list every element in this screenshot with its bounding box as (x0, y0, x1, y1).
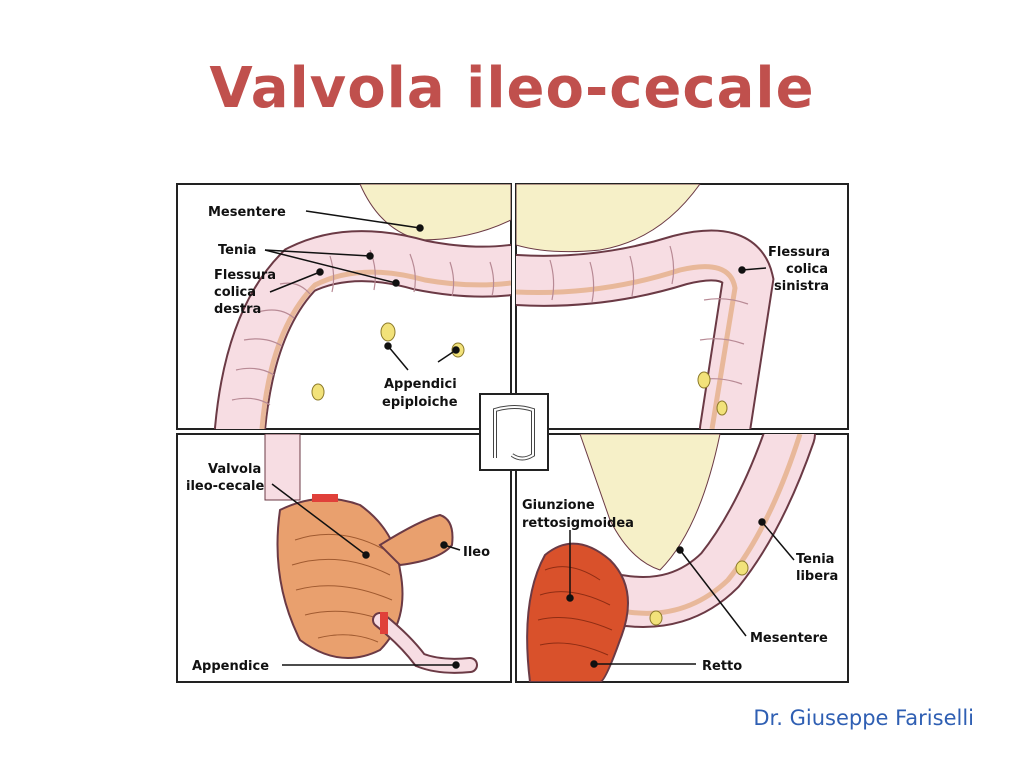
slide-title: Valvola ileo-cecale (209, 56, 815, 121)
label-flessura-sinistra-2: colica (786, 262, 828, 277)
label-tenia-libera-1: Tenia (796, 552, 834, 567)
label-retto: Retto (702, 659, 742, 674)
label-giunzione-2: rettosigmoidea (522, 516, 634, 531)
label-tenia: Tenia (218, 243, 256, 258)
cecum-bottom-left (264, 434, 478, 674)
label-appendici-2: epiploiche (382, 395, 458, 410)
label-appendice: Appendice (192, 659, 269, 674)
label-appendici-1: Appendici (384, 377, 457, 392)
author-credit: Dr. Giuseppe Fariselli (753, 706, 974, 730)
label-valvola-2: ileo-cecale (186, 479, 265, 494)
label-giunzione-1: Giunzione (522, 498, 595, 513)
label-flessura-destra-3: destra (214, 302, 261, 317)
label-ileo: Ileo (463, 545, 490, 560)
label-flessura-destra-1: Flessura (214, 268, 276, 283)
label-tenia-libera-2: libera (796, 569, 838, 584)
rectum-bottom-right (526, 434, 816, 682)
label-flessura-destra-2: colica (214, 285, 256, 300)
label-mesentere-top: Mesentere (208, 205, 286, 220)
label-flessura-sinistra-1: Flessura (768, 245, 830, 260)
label-mesentere-bottom: Mesentere (750, 631, 828, 646)
colon-top-right (516, 184, 775, 429)
label-flessura-sinistra-3: sinistra (774, 279, 829, 294)
overview-thumbnail (479, 393, 549, 471)
label-valvola-1: Valvola (208, 462, 261, 477)
colon-top-left (214, 184, 511, 429)
